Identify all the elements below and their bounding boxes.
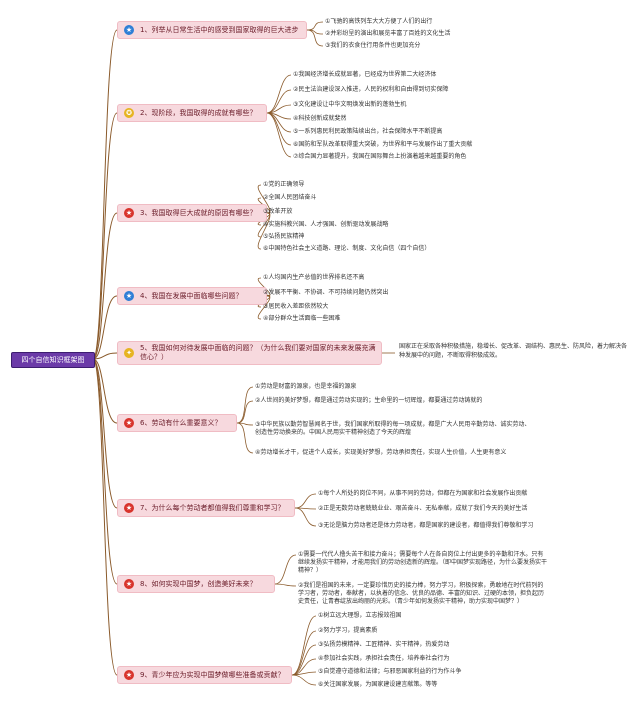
question-label: 7、为什么每个劳动者都值得我们尊重和学习？	[140, 503, 285, 512]
question-node[interactable]: ✦ 5、我国如何对待发展中面临的问题？（为什么我们要对国家的未来发展充满信心？）	[117, 341, 382, 365]
answer-leaf: ②全国人民团结奋斗	[263, 194, 317, 201]
answer-leaf: ①树立远大理想，立志报效祖国	[318, 612, 402, 619]
question-node[interactable]: ★ 9、青少年应为实现中国梦做哪些准备或贡献？	[117, 666, 292, 684]
answer-leaf: ⑤一系列惠民利民政策陆续出台，社会保障水平不断提高	[293, 128, 443, 135]
question-node[interactable]: ✪ 2、现阶段，我国取得的成就有哪些？	[117, 104, 267, 122]
answer-leaf: ①党的正确领导	[263, 181, 305, 188]
answer-leaf: ⑥关注国家发展，为国家建设建言献策。等等	[318, 681, 438, 688]
question-label: 9、青少年应为实现中国梦做哪些准备或贡献？	[140, 670, 285, 679]
answer-leaf: ③无论是脑力劳动者还是体力劳动者，都是国家的建设者，都值得我们尊敬和学习	[318, 522, 534, 529]
answer-leaf: ⑤弘扬民族精神	[263, 233, 305, 240]
question-node[interactable]: ★ 3、我国取得巨大成就的原因有哪些？	[117, 204, 267, 222]
answer-leaf: ③改革开放	[263, 208, 293, 215]
answer-note: 国家正在采取各种积极措施，稳增长、促改革、调结构、惠民生、防风险，着力解决各种发…	[399, 343, 628, 359]
answer-leaf: ①飞驰的高铁列车大大方便了人们的出行	[325, 18, 433, 25]
question-label: 6、劳动有什么重要意义？	[140, 418, 222, 427]
answer-leaf: ③中华民族以勤劳智慧闻名于世，我们国家所取得的每一项成就，都是广大人民用辛勤劳动…	[255, 421, 531, 436]
question-node[interactable]: ★ 1、列举从日常生活中的感受到国家取得的巨大进步	[117, 21, 307, 39]
star-icon: ★	[124, 208, 134, 218]
answer-leaf: ③我们的衣食住行用条件也更加充分	[325, 42, 421, 49]
answer-leaf: ②努力学习，提高素质	[318, 627, 378, 634]
question-node[interactable]: ★ 6、劳动有什么重要意义？	[117, 414, 237, 432]
star-icon: ★	[124, 670, 134, 680]
question-label: 3、我国取得巨大成就的原因有哪些？	[140, 208, 257, 217]
answer-leaf: ②我们是祖国的未来，一定要珍惜历史的接力棒，努力学习，积极探索，勇敢地在时代前列…	[298, 582, 545, 605]
answer-leaf: ②正是无数劳动者兢兢业业、艰苦奋斗、无私奉献，成就了我们今天的美好生活	[318, 505, 528, 512]
answer-leaf: ④实施科教兴国、人才强国、创新驱动发展战略	[263, 221, 389, 228]
answer-leaf: ①需要一代代人撸头苦干和接力奋斗；需要每个人在各自岗位上付出更多的辛勤和汗水。只…	[298, 551, 548, 574]
answer-leaf: ②发展不平衡、不协调、不可持续问题仍然突出	[263, 289, 389, 296]
answer-leaf: ②并彩纷呈的演出和展览丰富了百姓的文化生活	[325, 30, 451, 37]
question-node[interactable]: ★ 7、为什么每个劳动者都值得我们尊重和学习？	[117, 499, 295, 517]
star-icon: ★	[124, 418, 134, 428]
answer-leaf: ⑤自觉遵守道德和法律；与邪恶国家利益的行为作斗争	[318, 668, 462, 675]
answer-leaf: ①每个人所处的岗位不同，从事不同的劳动，但都在为国家和社会发展作出贡献	[318, 490, 528, 497]
question-label: 5、我国如何对待发展中面临的问题？（为什么我们要对国家的未来发展充满信心？）	[140, 344, 376, 361]
answer-leaf: ①我国经济增长成就显著，已经成为世界第二大经济体	[293, 71, 437, 78]
question-label: 8、如何实现中国梦，创造美好未来？	[140, 579, 257, 588]
answer-leaf: ⑦综合国力显著提升，我国在国际舞台上扮演着越来越重要的角色	[293, 153, 467, 160]
answer-leaf: ③文化建设让中华文明焕发出新的蓬勃生机	[293, 101, 407, 108]
question-node[interactable]: ★ 8、如何实现中国梦，创造美好未来？	[117, 575, 275, 593]
star-icon: ★	[124, 291, 134, 301]
answer-leaf: ③居民收入差距依然较大	[263, 303, 329, 310]
answer-leaf: ②民主法治建设深入推进，人民的权利和自由得到切实保障	[293, 86, 449, 93]
medal-icon: ✪	[124, 108, 134, 118]
answer-leaf: ④劳动增长才干，促进个人成长，实现美好梦想，劳动承担责任，实现人生价值，人生更有…	[255, 449, 507, 456]
question-label: 4、我国在发展中面临哪些问题？	[140, 291, 243, 300]
question-label: 2、现阶段，我国取得的成就有哪些？	[140, 108, 257, 117]
answer-leaf: ④科技创新成就斐然	[293, 115, 347, 122]
answer-leaf: ①劳动是财富的源泉，也是幸福的源泉	[255, 383, 357, 390]
question-label: 1、列举从日常生活中的感受到国家取得的巨大进步	[140, 25, 299, 34]
answer-leaf: ⑥中国特色社会主义道路、理论、制度、文化自信（四个自信）	[263, 245, 431, 252]
root-node[interactable]: 四个自信知识框架图	[11, 352, 95, 368]
question-node[interactable]: ★ 4、我国在发展中面临哪些问题？	[117, 287, 267, 305]
answer-leaf: ②人世间的美好梦想，都是通过劳动实现的；生命里的一切辉煌，都要通过劳动铸就的	[255, 397, 483, 404]
answer-leaf: ①人均国内生产总值的世界排名还不高	[263, 274, 365, 281]
answer-leaf: ④部分群众生活面临一些困难	[263, 315, 341, 322]
answer-leaf: ④参加社会实践，承担社会责任，培养奉社会行为	[318, 655, 450, 662]
star-icon: ★	[124, 25, 134, 35]
star-icon: ★	[124, 503, 134, 513]
answer-leaf: ⑥国防和军队改革取得重大突破，为世界和平与发展作出了重大贡献	[293, 141, 473, 148]
answer-leaf: ③弘扬劳模精神、工匠精神、实干精神，热爱劳动	[318, 641, 450, 648]
lightbulb-icon: ✦	[124, 348, 134, 358]
star-icon: ★	[124, 579, 134, 589]
